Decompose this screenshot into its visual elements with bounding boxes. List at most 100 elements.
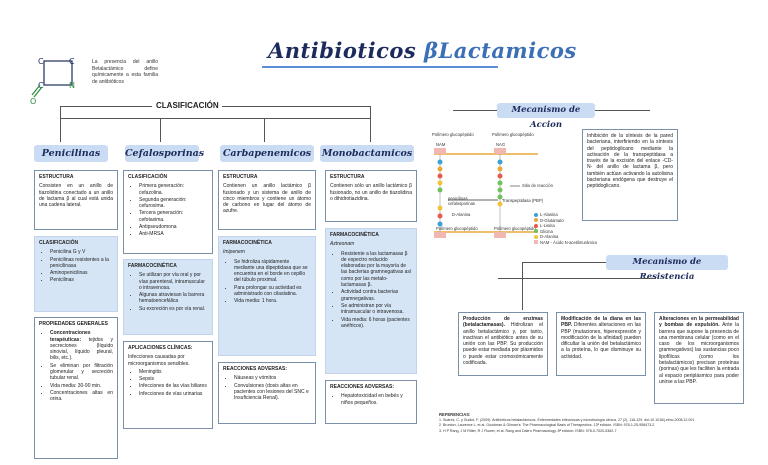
legend-item: L-Lisina — [534, 223, 597, 229]
list-item: Algunas atraviesan la barrera hematoence… — [139, 292, 208, 305]
penicilinas-clasificacion-card: CLASIFICACIÓN Penicilina G y V Penicilin… — [34, 236, 118, 312]
list-item: Primera generación: cefazolina. — [139, 183, 208, 196]
diagram-label-nag: NAG — [496, 142, 506, 147]
card-heading: ESTRUCTURA — [223, 174, 258, 180]
card-heading: REACCIONES ADVERSAS: — [223, 366, 287, 372]
references-title: REFERENCIAS: — [439, 412, 471, 417]
mecanismo-accion-card: Inhibición de la síntesis de la pared ba… — [582, 129, 678, 221]
list-item: Convulsiones (dosis altas en pacientes c… — [234, 383, 311, 402]
reference-item: 1. Suárez, C. y Gudiol, F. (2009). Antib… — [439, 417, 695, 422]
diagram-label-penicilinas: penicilinas cefalosporinas — [448, 196, 476, 206]
drug-name: Aztreonam — [330, 241, 355, 248]
card-text: Modificación de la diana en las PBP. Dif… — [561, 316, 641, 360]
svg-text:C: C — [69, 57, 75, 66]
list-item: Concentraciones altas en orina. — [50, 390, 113, 403]
reaction-arrow — [448, 185, 520, 201]
amino-acid-dots — [437, 159, 503, 227]
card-text: Contienen un anillo lactámico β fusionad… — [223, 183, 311, 215]
title-main: Antibioticos — [268, 38, 425, 63]
page-title: Antibioticos βLactamicos — [268, 38, 577, 63]
monobactamicos-farmacocinetica-card: FARMACOCINÉTICA Aztreonam Resistente a l… — [325, 228, 417, 374]
connector-line — [522, 262, 523, 310]
list-item: Náuseas y vómitos — [234, 375, 311, 381]
svg-text:C: C — [38, 81, 44, 90]
card-heading: APLICACIONES CLÍNICAS: — [128, 345, 193, 351]
list-item: Antipseudomona — [139, 224, 208, 230]
carbapenemicos-reacciones-card: REACCIONES ADVERSAS: Náuseas y vómitos C… — [218, 362, 316, 424]
resistencia-enzimas-card: Producción de enzimas (betalactamasas). … — [458, 312, 548, 376]
card-text: Alteraciones en la permeabilidad y bomba… — [659, 316, 739, 385]
list-item: Se hidroliza rápidamente mediante una di… — [234, 259, 311, 284]
svg-text:N: N — [69, 81, 75, 90]
list-item: Penicilinas — [50, 277, 113, 283]
list-item: Se administran por vía intramuscular o i… — [341, 303, 412, 316]
connector-line — [595, 110, 650, 111]
diagram-label-nam: NAM — [436, 142, 446, 147]
header-penicilinas: Penicilinas — [34, 145, 108, 162]
list-item: Resistente a las lactamasas β de espectr… — [341, 251, 412, 289]
card-heading: FARMACOCINÉTICA — [330, 232, 379, 238]
legend-item: Glicina — [534, 229, 597, 235]
legend-item: D-Glutamato — [534, 218, 597, 224]
betalactam-structure-icon: C C C N O — [30, 57, 75, 105]
list-item: Penicilinas resistentes a la penicilinas… — [50, 257, 113, 270]
card-heading: REACCIONES ADVERSAS: — [330, 384, 394, 390]
legend-item: D-Alanina — [534, 234, 597, 240]
resistencia-permeabilidad-card: Alteraciones en la permeabilidad y bomba… — [654, 312, 744, 404]
glycan-strand — [434, 153, 538, 233]
list-item: Vida media: 6 horas (pacientes anéfricos… — [341, 317, 412, 330]
nam-blocks — [434, 148, 506, 238]
list-item: Concentraciones terapéuticas: tejidos y … — [50, 330, 113, 361]
diagram-label-polymer: Polímero glucopéptido — [492, 132, 534, 137]
peptidoglycan-diagram — [434, 148, 538, 238]
title-beta: βLactamicos — [424, 38, 577, 63]
peptide-chains — [439, 154, 501, 232]
monobactamicos-reacciones-card: REACCIONES ADVERSAS: Hepatotoxicidad en … — [325, 380, 417, 424]
diagram-label-transpeptidasa: Transpeptidasa (PBP) — [502, 198, 544, 203]
card-heading: ESTRUCTURA — [330, 174, 365, 180]
card-heading: ESTRUCTURA — [39, 174, 74, 180]
penicilinas-propiedades-card: PROPIEDADES GENERALES Concentraciones te… — [34, 317, 118, 459]
card-heading: CLASIFICACIÓN — [128, 174, 168, 180]
connector-line — [522, 262, 606, 263]
reference-item: 2. Brunton, Laurence L. et al. Goodman &… — [439, 423, 655, 427]
card-heading: CLASIFICACIÓN — [39, 240, 79, 246]
header-mecanismo-resistencia: Mecanismo de Resistencia — [606, 255, 728, 282]
connector-line — [370, 106, 371, 142]
card-text: Consisten en un anillo de tiazolidina co… — [39, 183, 113, 209]
references: REFERENCIAS: 1. Suárez, C. y Gudiol, F. … — [439, 412, 739, 434]
list-item: Vida media: 1 hora. — [234, 298, 311, 304]
list-item: Tercera generación: cefotaxima. — [139, 210, 208, 223]
header-carbapenemicos: Carbapenemicos — [220, 145, 314, 162]
list-item: Penicilina G y V — [50, 249, 113, 255]
connector-line — [60, 106, 61, 142]
card-text: Inhibición de la síntesis de la pared ba… — [587, 133, 673, 190]
list-item: Su excreción es por vía renal. — [139, 306, 208, 312]
list-item: Vida media: 30-90 min. — [50, 383, 113, 389]
diagram-label-polymer: Polímero glucopéptido — [494, 226, 536, 231]
list-item: Infecciones de las vías biliares — [139, 383, 208, 389]
cefalosporinas-aplicaciones-card: APLICACIONES CLÍNICAS: Infecciones causa… — [123, 341, 213, 429]
list-item: Para prolongar su actividad es administr… — [234, 285, 311, 298]
svg-text:C: C — [38, 57, 44, 66]
cefalosporinas-farmacocinetica-card: FARMACOCINÉTICA Se utilizan por vía oral… — [123, 259, 213, 335]
card-text: Producción de enzimas (betalactamasas). … — [463, 316, 543, 367]
drug-name: Imipenem — [223, 249, 245, 256]
reference-item: 3. H P Rang, J M Ritter, R J Flower, et … — [439, 428, 617, 433]
legend-item: L-Alanina — [534, 212, 597, 218]
diagram-label-dalanina: D-Alanina — [452, 212, 471, 217]
monobactamicos-estructura-card: ESTRUCTURA Contienen sólo un anillo lact… — [325, 170, 417, 222]
connector-line — [222, 106, 370, 107]
list-item: Se eliminan por filtración glomerular y … — [50, 363, 113, 382]
carbapenemicos-farmacocinetica-card: FARMACOCINÉTICA Imipenem Se hidroliza rá… — [218, 236, 316, 356]
card-heading: FARMACOCINÉTICA — [223, 240, 272, 246]
diagram-label-polymer: Polímero glucopéptido — [436, 226, 478, 231]
connector-line — [60, 106, 152, 107]
card-text: Infecciones causadas por microorganismos… — [128, 354, 190, 367]
connector-line — [264, 118, 265, 142]
list-item: Aminopenicilinas — [50, 270, 113, 276]
diagram-label-sitio: Sitio de reacción — [522, 183, 553, 188]
connector-line — [498, 278, 656, 279]
list-item: Sepsis — [139, 376, 208, 382]
classification-label: CLASIFICACIÓN — [156, 101, 219, 110]
